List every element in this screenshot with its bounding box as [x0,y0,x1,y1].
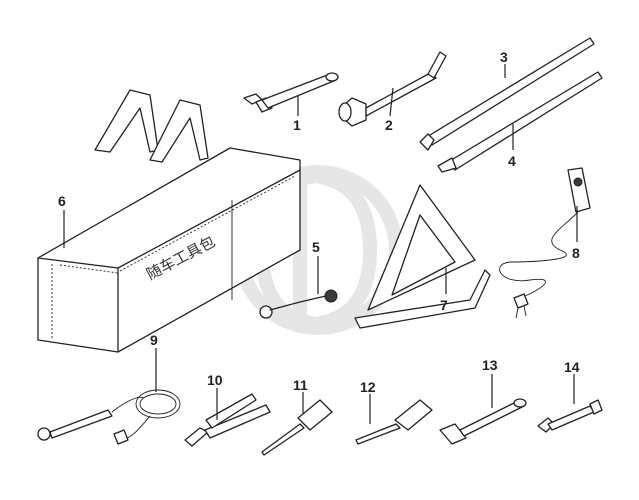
callout-6: 6 [58,193,66,209]
open-end-spanner [537,399,603,433]
inspection-lamp [499,167,591,319]
lever-bar-lower [437,71,603,173]
wheel-brace [338,51,447,127]
callout-12: 12 [360,379,376,395]
callout-13: 13 [482,357,498,373]
leader-lines [63,64,578,424]
callout-labels: 1 2 3 4 5 6 7 8 9 10 11 12 13 14 [58,49,580,395]
callout-9: 9 [150,332,158,348]
tyre-inflator-hose [37,389,181,445]
callout-8: 8 [572,245,580,261]
callout-1: 1 [293,117,301,133]
adjustable-wrench [439,398,527,445]
wrench [243,72,339,113]
tool-bag: 随车工具包 [37,89,301,353]
screwdriver-flat [355,399,433,445]
callout-11: 11 [293,377,308,393]
callout-2: 2 [385,117,393,133]
pliers [184,393,271,447]
callout-4: 4 [508,153,516,169]
lever-bar-upper [419,37,595,151]
warning-triangle [354,184,491,329]
callout-3: 3 [500,49,508,65]
screwdriver-cross [261,399,333,456]
callout-5: 5 [312,239,320,255]
callout-10: 10 [207,372,223,388]
callout-14: 14 [564,359,580,375]
callout-7: 7 [440,297,448,313]
towing-eye [259,289,338,319]
